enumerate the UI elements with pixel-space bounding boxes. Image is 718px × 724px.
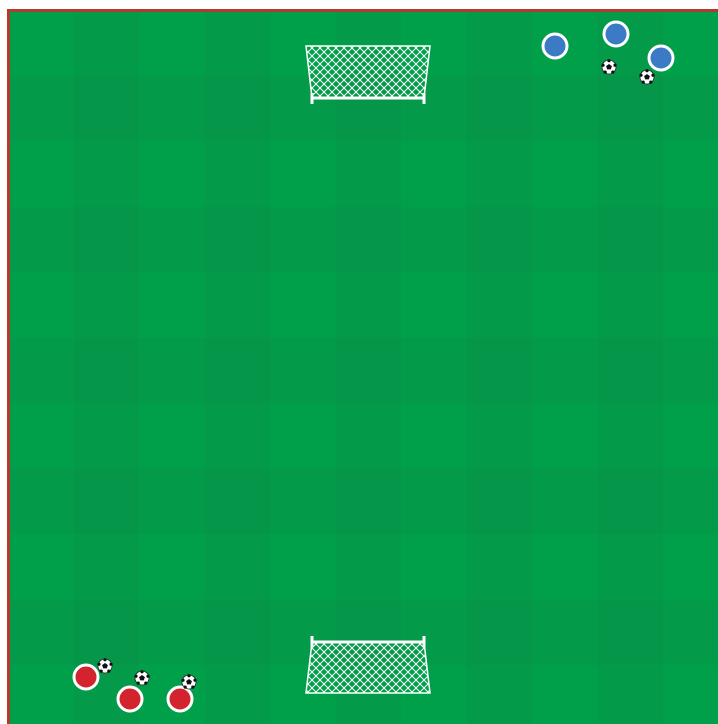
turf-tile bbox=[74, 338, 140, 404]
turf-tile bbox=[8, 76, 74, 142]
turf-tile bbox=[74, 272, 140, 338]
turf-tile bbox=[467, 600, 533, 666]
red-player[interactable] bbox=[74, 665, 98, 689]
turf-tile bbox=[205, 403, 271, 469]
turf-tile bbox=[8, 338, 74, 404]
turf-tile bbox=[663, 338, 718, 404]
turf-tile bbox=[598, 534, 664, 600]
turf-tile bbox=[598, 207, 664, 273]
turf-tile bbox=[467, 338, 533, 404]
turf-tile bbox=[270, 207, 336, 273]
turf-tile bbox=[74, 534, 140, 600]
top-goal-net-icon bbox=[306, 46, 430, 104]
turf-tile bbox=[205, 10, 271, 76]
turf-tile bbox=[467, 403, 533, 469]
turf-tile bbox=[205, 141, 271, 207]
blue-player[interactable] bbox=[543, 34, 567, 58]
turf-tile bbox=[598, 665, 664, 724]
turf-tile bbox=[598, 272, 664, 338]
turf-tile bbox=[401, 338, 467, 404]
turf-tile bbox=[598, 403, 664, 469]
turf-tile bbox=[532, 76, 598, 142]
turf-tile bbox=[336, 338, 402, 404]
turf-tile bbox=[532, 600, 598, 666]
turf-tile bbox=[74, 76, 140, 142]
turf-tile bbox=[532, 207, 598, 273]
turf-tile bbox=[205, 665, 271, 724]
turf-tile bbox=[139, 338, 205, 404]
turf-tile bbox=[205, 76, 271, 142]
turf-tile bbox=[401, 469, 467, 535]
turf-tile bbox=[8, 207, 74, 273]
turf-tile bbox=[205, 469, 271, 535]
turf-tile bbox=[205, 534, 271, 600]
turf-tile bbox=[139, 469, 205, 535]
turf-tile bbox=[401, 207, 467, 273]
turf-tile bbox=[336, 534, 402, 600]
turf-tile bbox=[532, 469, 598, 535]
turf-tile bbox=[663, 600, 718, 666]
turf-tile bbox=[663, 207, 718, 273]
turf-tile bbox=[336, 403, 402, 469]
turf-tile bbox=[139, 207, 205, 273]
bottom-goal-net-icon bbox=[306, 636, 430, 693]
turf-tile bbox=[467, 272, 533, 338]
turf-tile bbox=[205, 207, 271, 273]
turf-tile bbox=[8, 469, 74, 535]
turf-tile bbox=[74, 207, 140, 273]
turf-tile bbox=[139, 600, 205, 666]
turf-tile bbox=[205, 338, 271, 404]
turf-tile bbox=[467, 469, 533, 535]
turf-tile bbox=[336, 469, 402, 535]
red-player[interactable] bbox=[168, 687, 192, 711]
turf-tile bbox=[598, 469, 664, 535]
turf-tile bbox=[74, 469, 140, 535]
turf-tile bbox=[467, 10, 533, 76]
turf-tile bbox=[663, 76, 718, 142]
turf-tile bbox=[139, 76, 205, 142]
blue-player[interactable] bbox=[604, 22, 628, 46]
turf-tile bbox=[74, 403, 140, 469]
turf-tile bbox=[467, 665, 533, 724]
turf-tile bbox=[205, 600, 271, 666]
turf-tile bbox=[598, 76, 664, 142]
turf-tile bbox=[205, 272, 271, 338]
turf-tile bbox=[467, 534, 533, 600]
turf-tile bbox=[598, 600, 664, 666]
turf-tile bbox=[467, 207, 533, 273]
blue-player[interactable] bbox=[649, 46, 673, 70]
turf-tile bbox=[74, 141, 140, 207]
turf-tile bbox=[336, 141, 402, 207]
turf-tile bbox=[270, 469, 336, 535]
turf-tile bbox=[467, 76, 533, 142]
turf-tile bbox=[270, 338, 336, 404]
turf-tile bbox=[467, 141, 533, 207]
turf-tile bbox=[336, 272, 402, 338]
turf-tile bbox=[598, 338, 664, 404]
turf-stripes bbox=[8, 10, 718, 724]
turf-tile bbox=[598, 141, 664, 207]
red-player[interactable] bbox=[118, 687, 142, 711]
turf-tile bbox=[74, 600, 140, 666]
turf-tile bbox=[532, 338, 598, 404]
turf-tile bbox=[74, 10, 140, 76]
turf-tile bbox=[663, 469, 718, 535]
turf-tile bbox=[336, 207, 402, 273]
turf-tile bbox=[8, 600, 74, 666]
